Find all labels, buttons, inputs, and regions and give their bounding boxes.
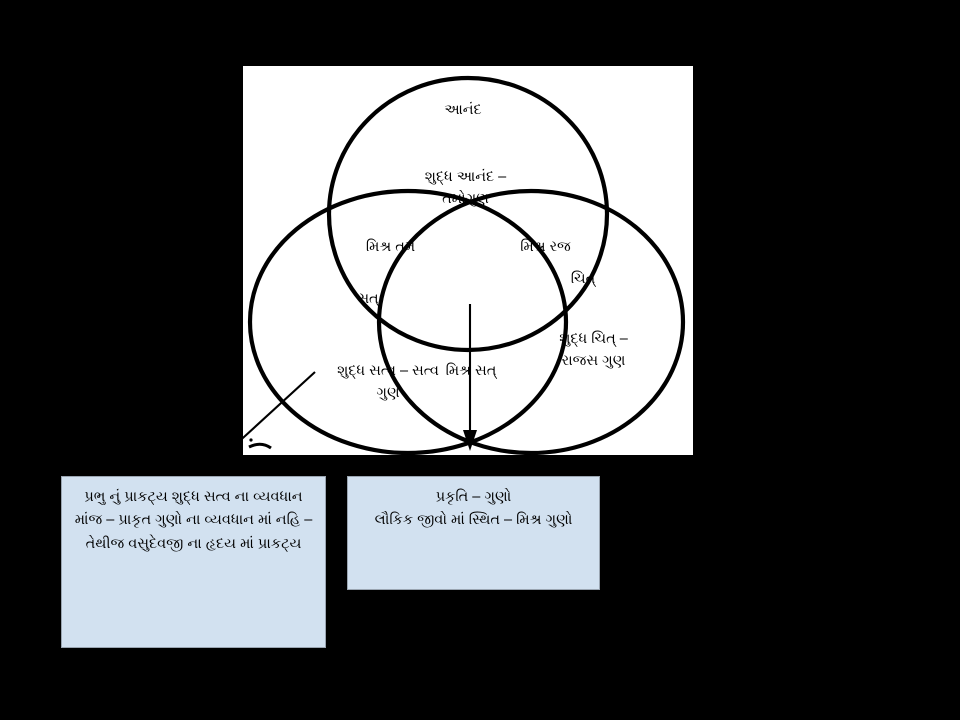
label-mishra-raj: મિશ્ર રજ <box>520 239 571 255</box>
caption-box-left: પ્રભુ નું પ્રાકટ્ય શુદ્ધ સત્વ ના વ્યવધાન… <box>61 476 326 648</box>
leader-line <box>243 371 316 440</box>
caption-box-right: પ્રકૃતિ – ગુણો લૌકિક જીવો માં સ્થિત – મિ… <box>347 476 600 590</box>
label-chit: ચિત્ <box>570 271 596 287</box>
label-mishra-sat: મિશ્ર સત્ <box>445 363 497 379</box>
label-mishra-tam: મિશ્ર તમ <box>365 239 416 255</box>
label-anand: આનંદ <box>444 102 482 118</box>
label-shuddh-anand: શુદ્ધ આનંદ – તમોગુણ <box>424 169 507 208</box>
label-shuddh-satva: શુદ્ધ સત્વ – સત્વ ગુણ <box>337 363 439 402</box>
satva-circle-shape <box>247 188 569 455</box>
label-sat: સત્ <box>357 291 379 307</box>
label-shuddh-chit: શુદ્ધ ચિત્ – રાજસ ગુણ <box>559 331 628 370</box>
clipped-glyph-remnant <box>248 438 272 450</box>
venn-diagram-graphic <box>243 75 686 455</box>
venn-diagram-panel: આનંદ શુદ્ધ આનંદ – તમોગુણ મિશ્ર તમ સત્ મિ… <box>243 66 693 455</box>
chit-circle-shape <box>376 188 686 455</box>
anand-circle-shape <box>326 75 610 353</box>
center-arrow-icon <box>463 304 477 451</box>
